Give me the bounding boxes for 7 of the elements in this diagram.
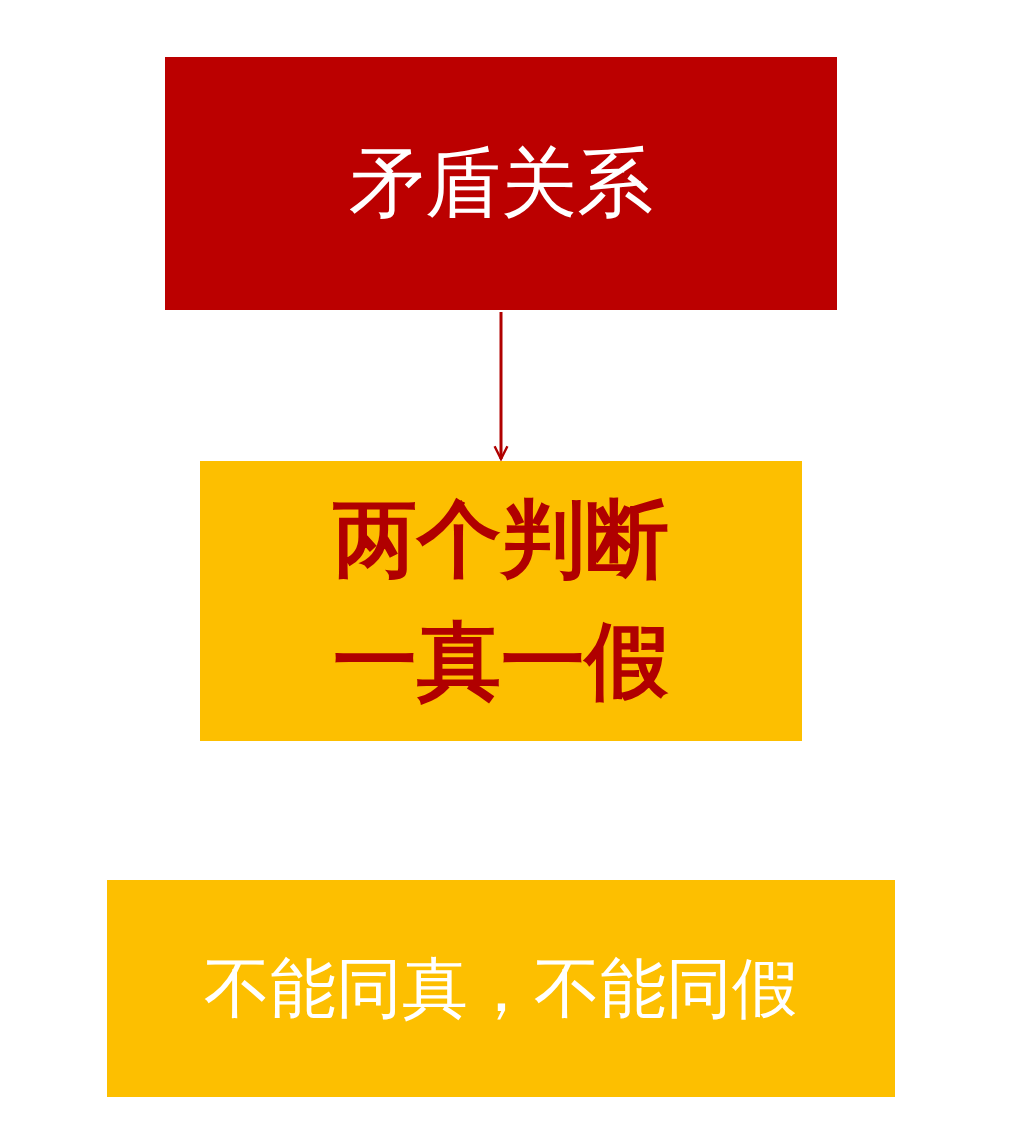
note-box: [107, 880, 895, 1097]
title-box: [165, 57, 837, 310]
box-text: 两个判断一真一假: [332, 489, 670, 712]
box-text: 矛盾关系: [349, 137, 653, 230]
arrow: [493, 312, 509, 461]
process-box: [200, 461, 802, 741]
box-text: 不能同真，不能同假: [204, 948, 798, 1029]
